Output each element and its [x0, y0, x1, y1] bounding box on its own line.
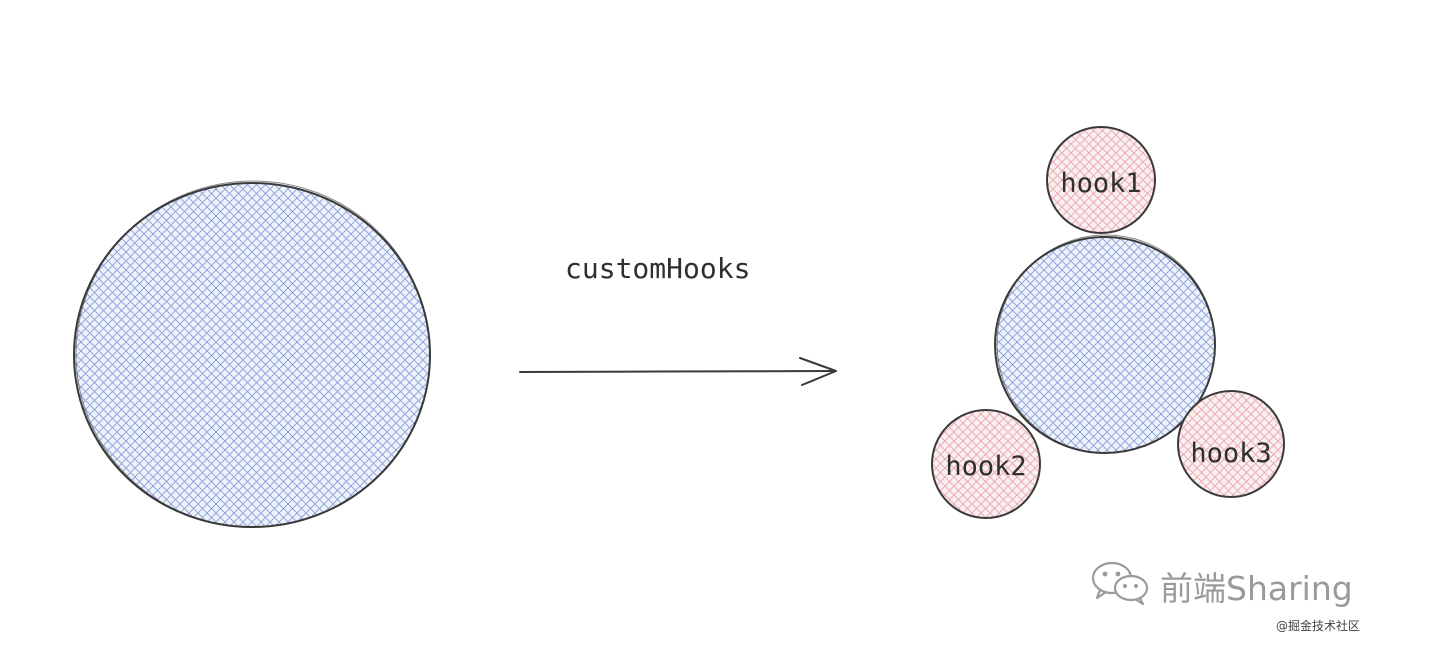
component-circle-left: [73, 180, 431, 528]
hook-circle-1: hook1: [1046, 126, 1156, 234]
hook1-label: hook1: [1060, 168, 1141, 199]
wechat-icon: [1091, 561, 1149, 606]
watermark-brand: 前端Sharing: [1160, 569, 1353, 608]
hook3-label: hook3: [1190, 438, 1271, 469]
transform-arrow: [519, 357, 837, 386]
hook-circle-3: hook3: [1177, 390, 1285, 498]
component-circle-right: [994, 234, 1216, 454]
arrow-label: customHooks: [565, 252, 750, 285]
watermark-community: @掘金技术社区: [1276, 619, 1361, 633]
hook-circle-2: hook2: [931, 409, 1041, 519]
hook2-label: hook2: [945, 451, 1026, 482]
